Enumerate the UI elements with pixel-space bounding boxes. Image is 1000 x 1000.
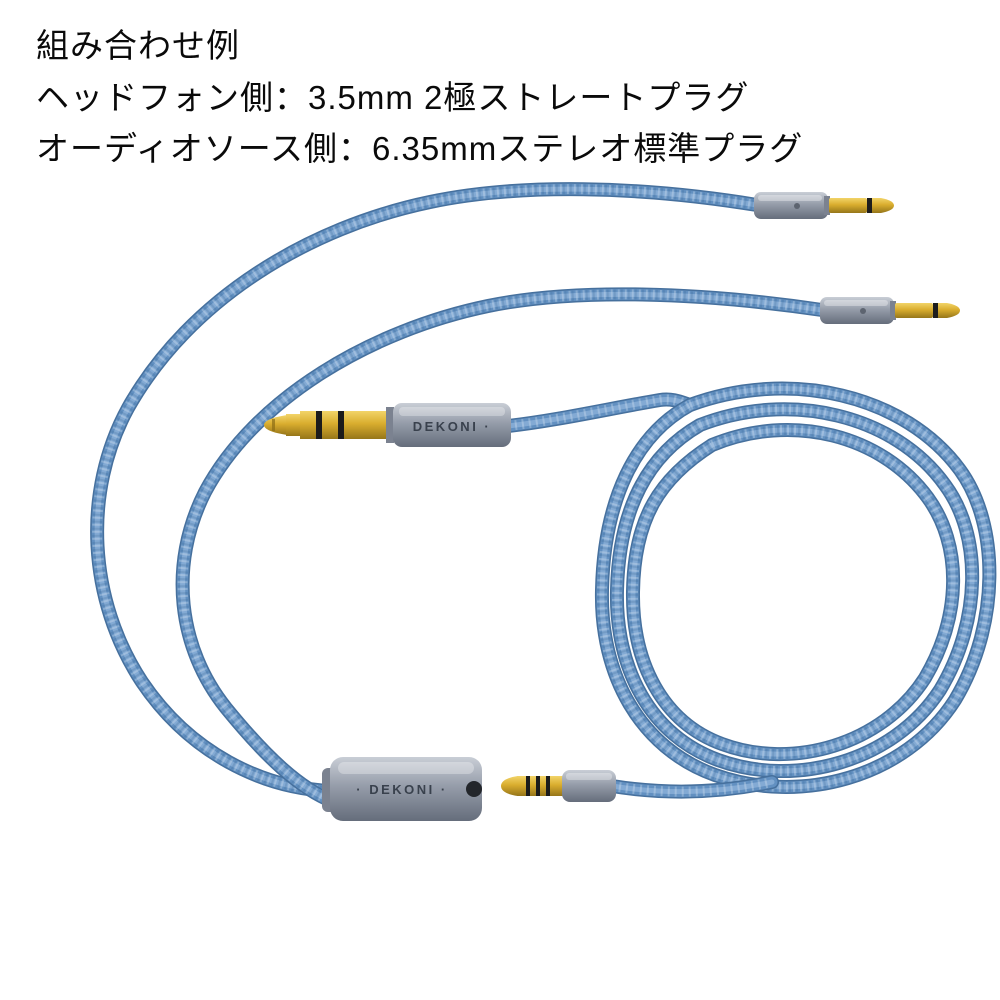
plug-screw-dot bbox=[860, 308, 866, 314]
plug-tip bbox=[938, 303, 960, 318]
plug-screw-dot bbox=[794, 203, 800, 209]
plug-body bbox=[754, 192, 828, 219]
plug-gold-shaft bbox=[895, 303, 933, 318]
plug-tip bbox=[872, 198, 894, 213]
caption-block: 組み合わせ例 ヘッドフォン側：3.5mm 2極ストレートプラグ オーディオソース… bbox=[36, 20, 803, 174]
cable-coil-exit bbox=[612, 782, 772, 792]
plug-insulator-ring bbox=[546, 776, 550, 796]
plug-35mm-straight-2 bbox=[820, 297, 960, 324]
splitter-body bbox=[330, 757, 482, 821]
caption-source-side: オーディオソース側：6.35mmステレオ標準プラグ bbox=[36, 130, 804, 167]
plug-insulator-ring bbox=[338, 411, 344, 439]
plug-635mm-stereo: DEKONI · bbox=[264, 403, 511, 447]
cable-left-inner bbox=[183, 294, 822, 802]
plug-body bbox=[820, 297, 894, 324]
brand-label-splitter: · DEKONI · bbox=[356, 782, 447, 797]
plug-tip bbox=[264, 415, 288, 435]
plug-insulator-ring bbox=[933, 303, 938, 318]
plug-insulator-ring bbox=[316, 411, 322, 439]
splitter-jack-opening bbox=[466, 781, 482, 797]
plug-35mm-straight-1 bbox=[754, 192, 894, 219]
plug-barrel bbox=[393, 403, 511, 447]
plug-insulator-ring bbox=[536, 776, 540, 796]
plug-body bbox=[562, 770, 616, 802]
splitter-barrel: · DEKONI · bbox=[322, 757, 482, 821]
plug-tip bbox=[501, 776, 518, 796]
plug-35mm-trrs bbox=[501, 770, 616, 802]
caption-headphone-side: ヘッドフォン側：3.5mm 2極ストレートプラグ bbox=[36, 79, 750, 116]
caption-title: 組み合わせ例 bbox=[36, 27, 240, 64]
plug-gold-shaft bbox=[300, 411, 390, 439]
cable-coil bbox=[602, 389, 989, 787]
plug-gold-shaft bbox=[829, 198, 867, 213]
brand-label-plug: DEKONI · bbox=[413, 419, 492, 434]
plug-insulator-ring bbox=[867, 198, 872, 213]
plug-insulator-ring bbox=[526, 776, 530, 796]
